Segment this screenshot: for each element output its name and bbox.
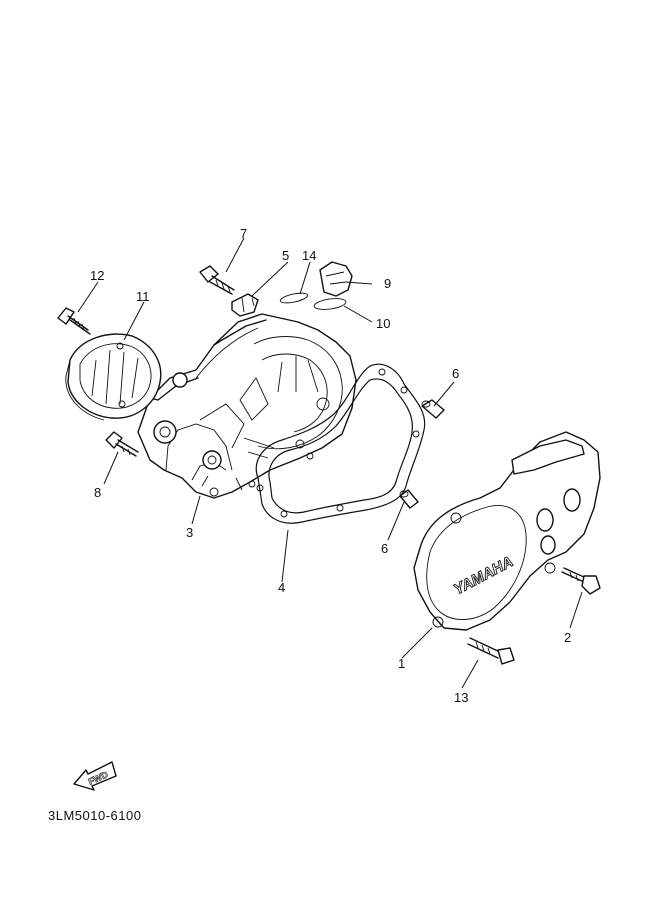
- bolt-13[interactable]: [467, 637, 515, 665]
- bolt-8[interactable]: [105, 431, 139, 457]
- part-number-7: 7: [240, 226, 247, 241]
- fwd-label: FWD: [87, 769, 110, 787]
- part-number-4: 4: [278, 580, 285, 595]
- crankcase-cover[interactable]: [137, 313, 357, 499]
- part-number-2: 2: [564, 630, 571, 645]
- leader-lines: [77, 237, 583, 689]
- part-number-6b: 6: [381, 541, 388, 556]
- catalog-code: 3LM5010-6100: [48, 808, 141, 823]
- fwd-arrow-icon: FWD: [73, 761, 117, 791]
- filler-cap-9[interactable]: [319, 261, 353, 297]
- part-number-5: 5: [282, 248, 289, 263]
- part-number-6a: 6: [452, 366, 459, 381]
- bolt-2[interactable]: [561, 567, 601, 595]
- part-number-12: 12: [90, 268, 104, 283]
- part-number-10: 10: [376, 316, 390, 331]
- washer-14[interactable]: [279, 291, 309, 305]
- dowel-pin-6a[interactable]: [421, 399, 445, 419]
- outer-cover[interactable]: YAMAHA: [413, 431, 601, 631]
- bolt-12[interactable]: [57, 307, 91, 335]
- cover-gasket[interactable]: [255, 363, 426, 524]
- part-number-14: 14: [302, 248, 316, 263]
- o-ring-10[interactable]: [313, 297, 347, 311]
- part-number-3: 3: [186, 525, 193, 540]
- part-number-labels: 12 11 7 5 14 9 10 6 8 3 6 4 2 1 13: [90, 226, 571, 705]
- ring-cover[interactable]: [65, 333, 162, 421]
- bolt-7[interactable]: [199, 265, 235, 295]
- part-number-11: 11: [136, 289, 150, 304]
- dowel-pin-6b[interactable]: [399, 489, 419, 509]
- part-number-1: 1: [398, 656, 405, 671]
- part-number-8: 8: [94, 485, 101, 500]
- part-number-13: 13: [454, 690, 468, 705]
- part-number-9: 9: [384, 276, 391, 291]
- clamp-5[interactable]: [231, 293, 259, 317]
